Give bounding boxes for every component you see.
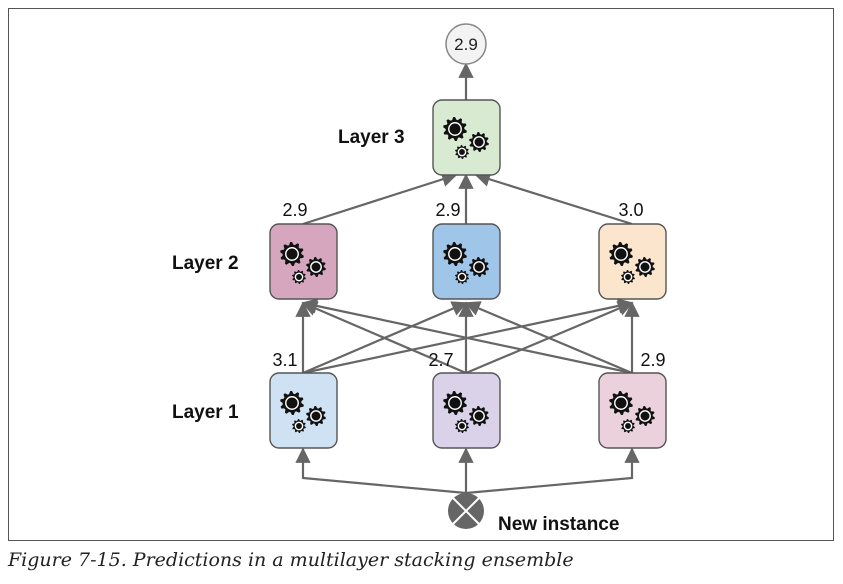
layer-2-node-3: 3.0 (598, 200, 667, 300)
layer-3-node (432, 99, 501, 176)
stacking-ensemble-diagram: 2.9 Layer 3 Layer 2 2.9 2.9 3.0 Layer 1 … (172, 23, 667, 535)
layer-1-node-1: 3.1 (269, 350, 338, 449)
layer-1-node-1-box (269, 372, 338, 449)
gears-icon (280, 242, 326, 284)
layer-1-node-1-value: 3.1 (272, 350, 297, 370)
layer-1-node-2: 2.7 (428, 350, 501, 449)
layer-2-node-3-box (598, 223, 667, 300)
layer-2-label: Layer 2 (172, 253, 239, 274)
layer-3-label: Layer 3 (338, 127, 405, 148)
layer-1-node-3-value: 2.9 (640, 350, 665, 370)
layer-2-node-3-value: 3.0 (618, 200, 643, 220)
new-instance-node (448, 493, 484, 529)
layer-2-node-1-box (269, 223, 338, 300)
layer-2-node-2-box (432, 223, 501, 300)
layer-1-node-2-box (432, 372, 501, 449)
output-node: 2.9 (445, 23, 487, 65)
output-value: 2.9 (454, 35, 478, 54)
gears-icon (443, 391, 489, 433)
edges-layer1-to-layer2 (295, 298, 640, 375)
layer-2-node-2-value: 2.9 (435, 200, 460, 220)
gears-icon (443, 117, 489, 159)
layer-3-node-box (432, 99, 501, 176)
figure-caption: Figure 7-15. Predictions in a multilayer… (8, 549, 574, 571)
figure-frame (8, 8, 834, 541)
edges-layer2-to-layer3 (302, 171, 633, 226)
layer-2-node-1-value: 2.9 (282, 200, 307, 220)
gears-icon (609, 242, 655, 284)
gears-icon (443, 242, 489, 284)
new-instance-label: New instance (498, 514, 619, 535)
gears-icon (609, 391, 655, 433)
layer-2-node-2: 2.9 (432, 200, 501, 300)
gears-icon (280, 391, 326, 433)
layer-1-label: Layer 1 (172, 402, 239, 423)
layer-1-node-3: 2.9 (598, 350, 667, 449)
layer-2-node-1: 2.9 (269, 200, 338, 300)
layer-1-node-2-value: 2.7 (428, 350, 453, 370)
edges-input-to-layer1 (295, 447, 640, 495)
layer-1-node-3-box (598, 372, 667, 449)
